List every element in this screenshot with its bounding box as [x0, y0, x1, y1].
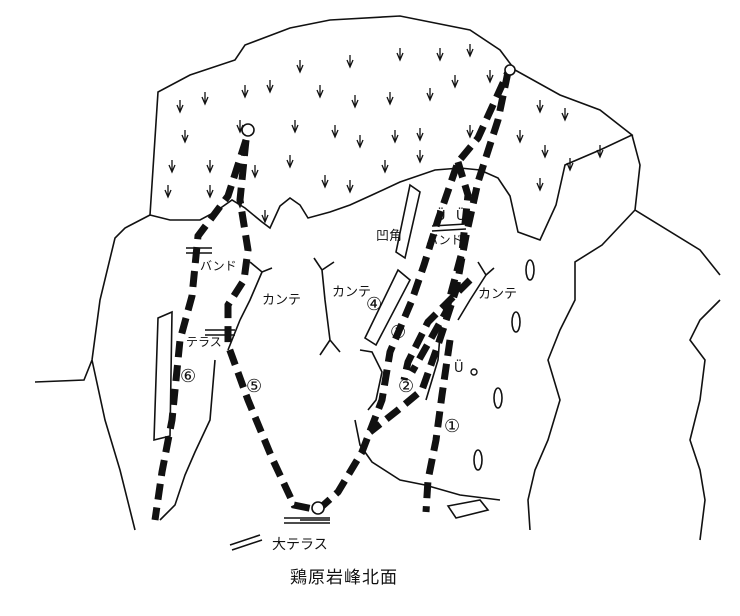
label-terrace-left: テラス [186, 335, 222, 349]
route-number-2: ② [398, 376, 414, 397]
label-kante-1: カンテ [262, 293, 301, 308]
vegetation-tick [164, 185, 172, 199]
route-number-6: ⑥ [180, 366, 196, 387]
cliff-outline-left [34, 214, 151, 531]
vegetation-tick [331, 125, 339, 139]
hold-3 [493, 387, 503, 409]
anchor-piton-3 [470, 368, 478, 376]
vegetation-tick [486, 70, 494, 84]
cliff-outline-right [527, 134, 721, 531]
vegetation-tick [391, 130, 399, 144]
vegetation-tick [251, 165, 259, 179]
vegetation-tick [451, 75, 459, 89]
anchor-top-right [504, 64, 516, 76]
hold-4 [473, 449, 483, 471]
vegetation-tick [536, 178, 544, 192]
vegetation-tick [536, 100, 544, 114]
route-6-line [151, 138, 250, 521]
route-number-1: ① [444, 416, 460, 437]
vegetation-tick [466, 44, 474, 58]
vegetation-tick [321, 175, 329, 189]
vegetation-tick [346, 180, 354, 194]
summit-outline [149, 15, 634, 242]
vegetation-tick [316, 85, 324, 99]
route-4-upper [408, 160, 472, 374]
vegetation-tick [561, 108, 569, 122]
label-corner: 凹角 [376, 229, 402, 244]
vegetation-tick [386, 92, 394, 106]
route-2-3-line [315, 70, 512, 513]
vegetation-tick [168, 160, 176, 174]
rock-line-inner [159, 359, 501, 551]
diagram-caption: 鶏原岩峰北面 [290, 568, 398, 588]
route-number-3: ③ [390, 322, 406, 343]
terrace-big-line [284, 517, 330, 524]
vegetation-tick [351, 95, 359, 109]
slab-bottom [446, 499, 490, 519]
vegetation-tick [181, 130, 189, 144]
anchor-big-terrace [311, 501, 325, 515]
label-kante-3: カンテ [478, 287, 517, 302]
route-4-line [367, 71, 512, 435]
vegetation-tick [396, 48, 404, 62]
vegetation-tick [296, 60, 304, 74]
label-kante-2: カンテ [332, 285, 371, 300]
hold-2 [511, 311, 521, 333]
vegetation-tick [206, 185, 214, 199]
rock-line-center [359, 334, 441, 411]
vegetation-tick [346, 55, 354, 69]
vegetation-tick [426, 88, 434, 102]
hold-1 [525, 259, 535, 281]
vegetation-ticks [164, 44, 604, 224]
vegetation-tick [416, 128, 424, 142]
kante-symbol-3 [457, 261, 495, 321]
rib-left [153, 310, 173, 442]
label-band-left: バンド [200, 259, 237, 273]
label-band-right: バンド [426, 233, 463, 247]
vegetation-tick [356, 135, 364, 149]
vegetation-tick [381, 160, 389, 174]
vegetation-tick [516, 130, 524, 144]
route-1-line [400, 277, 473, 513]
rib-corner [395, 183, 421, 260]
vegetation-tick [466, 125, 474, 139]
vegetation-tick [291, 120, 299, 134]
vegetation-tick [436, 48, 444, 62]
route-5-line [224, 139, 319, 514]
rib-center [363, 268, 412, 347]
anchor-top-left [241, 123, 255, 137]
label-piton-2: Ü [456, 207, 466, 224]
ridge-line-far-right [689, 299, 721, 541]
vegetation-tick [176, 100, 184, 114]
route-number-4: ④ [366, 294, 382, 315]
label-piton-1: Ü [436, 207, 446, 224]
vegetation-tick [261, 210, 269, 224]
vegetation-tick [266, 80, 274, 94]
route-number-5: ⑤ [246, 376, 262, 397]
label-piton-3: Ü [454, 359, 464, 376]
vegetation-tick [206, 160, 214, 174]
vegetation-tick [286, 155, 294, 169]
vegetation-tick [201, 92, 209, 106]
kante-symbol-2 [313, 257, 341, 356]
vegetation-tick [596, 145, 604, 159]
vegetation-tick [416, 150, 424, 164]
vegetation-tick [566, 158, 574, 172]
vegetation-tick [541, 145, 549, 159]
label-terrace-big: 大テラス [272, 537, 328, 553]
vegetation-tick [241, 85, 249, 99]
